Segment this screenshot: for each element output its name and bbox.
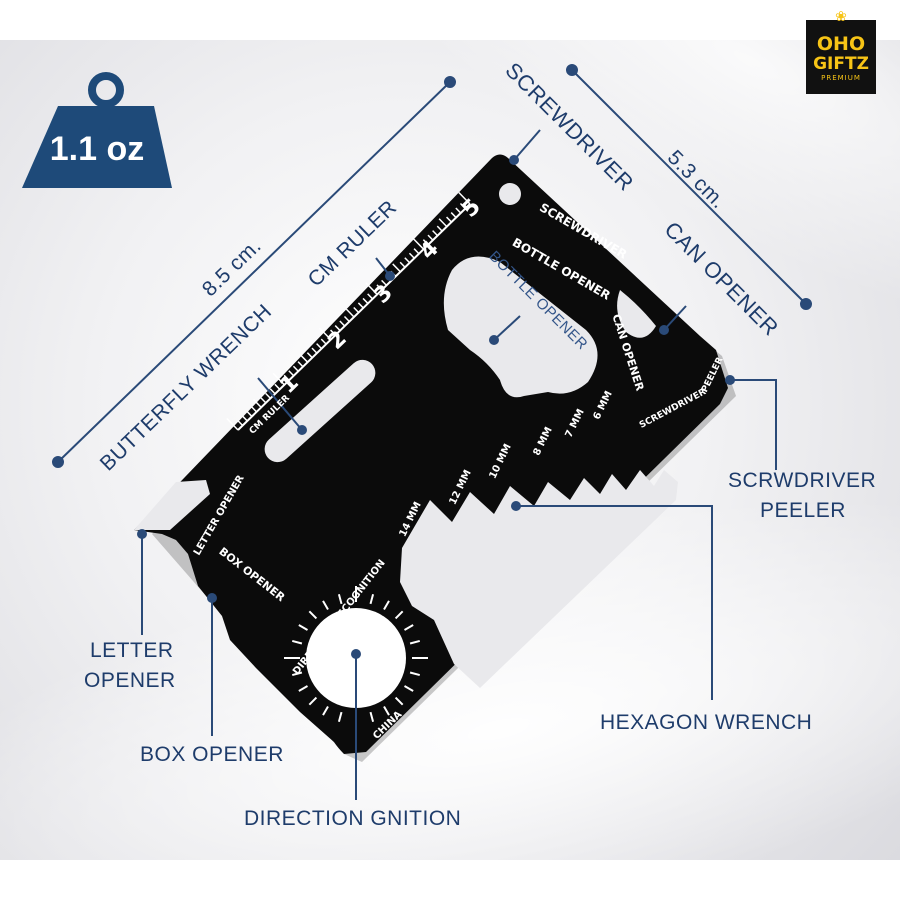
compass-tick xyxy=(394,696,404,706)
compass-tick xyxy=(394,610,404,620)
ruler-tick xyxy=(319,327,332,341)
multitool-card xyxy=(134,154,728,754)
compass-tick xyxy=(298,685,309,692)
letter-opener-line2: OPENER xyxy=(84,669,176,692)
ruler-tick xyxy=(404,257,411,264)
ruler-tick xyxy=(299,353,309,363)
ruler-tick xyxy=(408,252,415,259)
direction-callout: DIRECTION GNITION xyxy=(244,807,462,830)
ruler-tick xyxy=(252,398,262,408)
ruler-tick xyxy=(436,225,443,232)
compass-tick xyxy=(383,705,390,716)
ruler-tick xyxy=(316,343,323,350)
compass-tick-group xyxy=(284,586,428,730)
letter-opener-line1: LETTER xyxy=(90,639,174,662)
letter-opener-callout: LETTER OPENER xyxy=(84,636,176,696)
weight-value: 1.1 oz xyxy=(49,130,145,168)
compass-tick xyxy=(308,696,318,706)
hexagon-wrench-callout: HEXAGON WRENCH xyxy=(600,711,813,734)
screwdriver-peeler-line2: PEELER xyxy=(760,499,846,522)
ruler-tick xyxy=(422,239,429,246)
ruler-tick xyxy=(450,212,457,219)
ruler-tick xyxy=(334,325,341,332)
bottom-band xyxy=(0,860,900,900)
compass-tick xyxy=(369,593,375,605)
ruler-tick xyxy=(455,207,462,214)
brand-line2: GIFTZ xyxy=(813,54,869,74)
ruler-tick xyxy=(241,415,248,422)
ruler-tick xyxy=(411,237,425,250)
length-dimension-line xyxy=(52,76,456,468)
compass-tick xyxy=(403,624,414,631)
ruler-tick xyxy=(297,361,304,368)
compass-tick xyxy=(322,705,329,716)
ruler-tick xyxy=(376,284,383,291)
compass-tick xyxy=(409,671,421,677)
ruler-tick xyxy=(237,419,244,427)
ruler-tick xyxy=(365,282,378,295)
brand-logo: ❀ OHO GIFTZ PREMIUM xyxy=(806,9,876,94)
ruler-tick-group xyxy=(226,192,471,431)
ruler-tick xyxy=(283,374,290,381)
compass-tick xyxy=(298,624,309,631)
ruler-tick xyxy=(292,365,299,372)
ruler-tick xyxy=(251,406,258,413)
brand-line1: OHO xyxy=(816,33,866,55)
screwdriver-peeler-line1: SCRWDRIVER xyxy=(728,469,877,492)
compass-tick xyxy=(369,711,375,723)
ruler-tick xyxy=(320,338,327,345)
ruler-tick xyxy=(399,261,406,268)
ruler-tick xyxy=(353,306,360,314)
ruler-tick xyxy=(459,202,466,210)
ruler-tick xyxy=(260,397,267,404)
compass-tick xyxy=(291,639,303,645)
compass-tick xyxy=(409,639,421,645)
compass-tick xyxy=(322,600,329,611)
ruler-tick xyxy=(311,347,318,354)
compass-tick xyxy=(308,610,318,620)
ruler-tick xyxy=(438,218,448,228)
ruler-tick xyxy=(427,234,434,241)
ruler-tick xyxy=(272,372,285,386)
ruler-tick xyxy=(413,248,420,255)
callout-dots xyxy=(137,155,735,659)
compass-tick xyxy=(383,600,390,611)
compass-tick xyxy=(291,671,303,677)
compass-tick xyxy=(403,685,414,692)
callout-lines xyxy=(141,129,777,800)
ruler-tick xyxy=(367,293,374,300)
ruler-tick xyxy=(288,370,295,377)
screwdriver-peeler-callout: SCRWDRIVER PEELER xyxy=(728,466,876,526)
ruler-tick xyxy=(446,216,452,223)
brand-line3: PREMIUM xyxy=(821,74,861,82)
top-band xyxy=(0,0,900,40)
compass-tick xyxy=(337,711,343,723)
ruler-tick xyxy=(357,302,364,309)
gift-bow-icon: ❀ xyxy=(835,8,847,24)
ruler-tick xyxy=(306,352,313,359)
ruler-tick xyxy=(381,279,388,286)
ruler-tick xyxy=(345,308,355,318)
ruler-tick xyxy=(458,192,471,205)
ruler-tick xyxy=(339,320,346,327)
weight-icon xyxy=(22,72,172,188)
ruler-tick xyxy=(362,297,369,304)
ruler-tick xyxy=(343,315,350,323)
ruler-tick xyxy=(330,329,336,336)
compass-tick xyxy=(337,593,343,605)
ruler-tick xyxy=(246,410,253,417)
ruler-tick xyxy=(269,388,276,395)
box-opener-callout: BOX OPENER xyxy=(140,743,284,766)
width-dimension-line xyxy=(566,64,812,310)
ruler-tick xyxy=(432,230,439,237)
ruler-tick xyxy=(392,263,401,273)
ruler-tick xyxy=(274,383,281,390)
ruler-tick xyxy=(265,392,272,399)
ruler-tick xyxy=(226,418,239,431)
